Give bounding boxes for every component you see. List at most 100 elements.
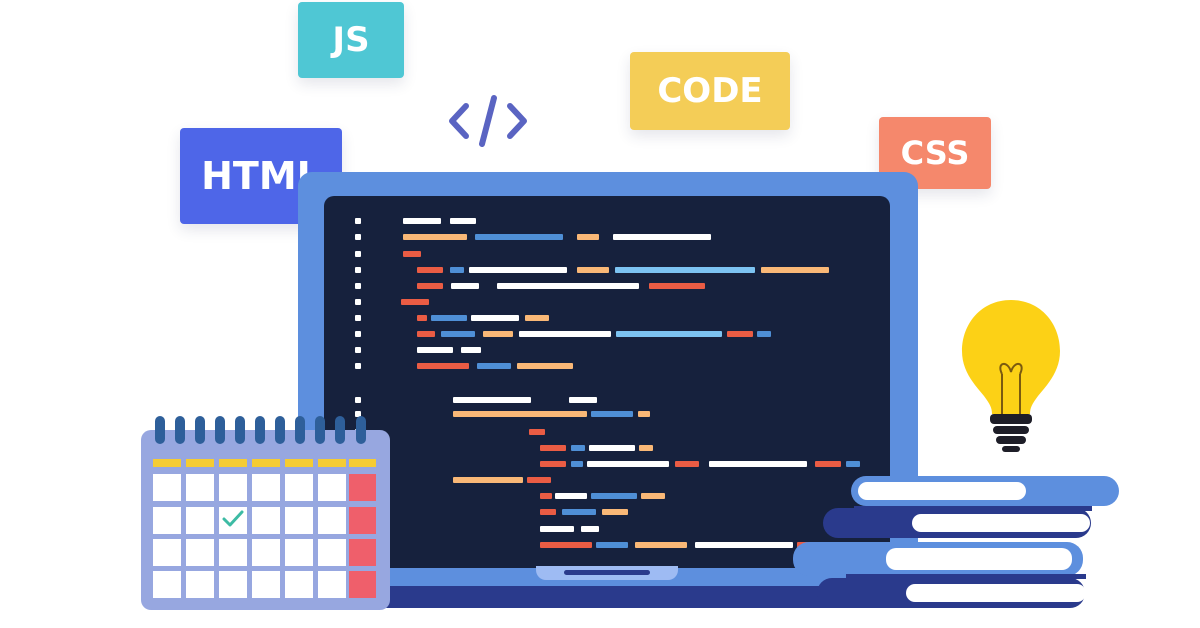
calendar-header-cell — [349, 459, 376, 467]
code-line-segment — [417, 363, 469, 369]
code-symbol-icon — [449, 95, 527, 147]
code-line-segment — [403, 251, 421, 257]
code-line-segment — [675, 461, 699, 467]
calendar-ring — [235, 416, 245, 444]
calendar-ring — [315, 416, 325, 444]
laptop-notch — [536, 566, 678, 580]
js-tag: JS — [298, 2, 404, 78]
calendar-weekend-cell — [349, 571, 376, 598]
code-line-segment — [589, 445, 635, 451]
calendar-day-cell — [285, 474, 313, 501]
code-line-segment — [616, 331, 722, 337]
calendar-header-cell — [318, 459, 346, 467]
code-line-segment — [815, 461, 841, 467]
line-number-dot — [355, 411, 361, 417]
calendar-weekend-cell — [349, 474, 376, 501]
calendar-day-cell — [153, 571, 181, 598]
book-pages — [906, 584, 1086, 602]
code-line-segment — [453, 477, 523, 483]
calendar-day-cell — [186, 539, 214, 566]
code-line-segment — [577, 234, 599, 240]
code-line-segment — [596, 542, 628, 548]
calendar-header-cell — [285, 459, 313, 467]
calendar-day-cell — [285, 507, 313, 534]
code-line-segment — [477, 363, 511, 369]
code-line-segment — [761, 267, 829, 273]
code-line-segment — [451, 283, 479, 289]
line-number-dot — [355, 299, 361, 305]
code-line-segment — [635, 542, 687, 548]
code-line-segment — [638, 411, 650, 417]
calendar-day-cell — [186, 507, 214, 534]
code-line-segment — [709, 461, 807, 467]
code-line-segment — [569, 397, 597, 403]
calendar-day-cell — [318, 507, 346, 534]
code-line-segment — [417, 267, 443, 273]
code-line-segment — [450, 267, 464, 273]
code-line-segment — [525, 315, 549, 321]
code-line-segment — [441, 331, 475, 337]
calendar-day-cell — [285, 539, 313, 566]
code-screen — [324, 196, 890, 568]
calendar-ring — [255, 416, 265, 444]
code-line-segment — [540, 493, 552, 499]
code-line-segment — [497, 283, 639, 289]
code-line-segment — [529, 429, 545, 435]
code-line-segment — [757, 331, 771, 337]
calendar-icon — [141, 416, 390, 610]
calendar-day-cell — [153, 539, 181, 566]
code-line-segment — [591, 411, 633, 417]
calendar-ring — [155, 416, 165, 444]
code-line-segment — [461, 347, 481, 353]
calendar-day-cell — [318, 539, 346, 566]
calendar-ring — [295, 416, 305, 444]
code-line-segment — [641, 493, 665, 499]
code-line-segment — [403, 218, 441, 224]
calendar-ring — [335, 416, 345, 444]
code-line-segment — [417, 347, 453, 353]
code-line-segment — [417, 331, 435, 337]
calendar-day-cell — [219, 571, 247, 598]
line-number-dot — [355, 397, 361, 403]
code-line-segment — [517, 363, 573, 369]
code-line-segment — [417, 283, 443, 289]
book-pages — [912, 514, 1090, 532]
calendar-ring — [356, 416, 366, 444]
line-number-dot — [355, 234, 361, 240]
check-icon — [222, 510, 244, 527]
line-number-dot — [355, 347, 361, 353]
code-line-segment — [846, 461, 860, 467]
calendar-header-cell — [219, 459, 247, 467]
calendar-ring — [215, 416, 225, 444]
code-line-segment — [403, 234, 467, 240]
code-line-segment — [649, 283, 705, 289]
calendar-day-cell — [252, 571, 280, 598]
calendar-day-cell — [318, 474, 346, 501]
calendar-weekend-cell — [349, 507, 376, 534]
code-line-segment — [695, 542, 793, 548]
calendar-header-cell — [153, 459, 181, 467]
calendar-day-cell — [318, 571, 346, 598]
code-line-segment — [453, 397, 531, 403]
code-line-segment — [613, 234, 711, 240]
calendar-day-cell — [186, 571, 214, 598]
calendar-header-cell — [252, 459, 280, 467]
calendar-day-cell — [186, 474, 214, 501]
code-line-segment — [483, 331, 513, 337]
calendar-header-cell — [186, 459, 214, 467]
calendar-day-cell — [153, 507, 181, 534]
calendar-day-cell — [252, 539, 280, 566]
code-line-segment — [540, 542, 592, 548]
code-line-segment — [519, 331, 611, 337]
calendar-weekend-cell — [349, 539, 376, 566]
book-pages — [858, 482, 1026, 500]
line-number-dot — [355, 267, 361, 273]
book-spine-line — [854, 506, 1092, 511]
calendar-ring — [175, 416, 185, 444]
code-line-segment — [555, 493, 587, 499]
code-line-segment — [417, 315, 427, 321]
laptop-base — [250, 586, 990, 608]
calendar-day-cell — [285, 571, 313, 598]
code-line-segment — [562, 509, 596, 515]
calendar-day-cell — [219, 474, 247, 501]
